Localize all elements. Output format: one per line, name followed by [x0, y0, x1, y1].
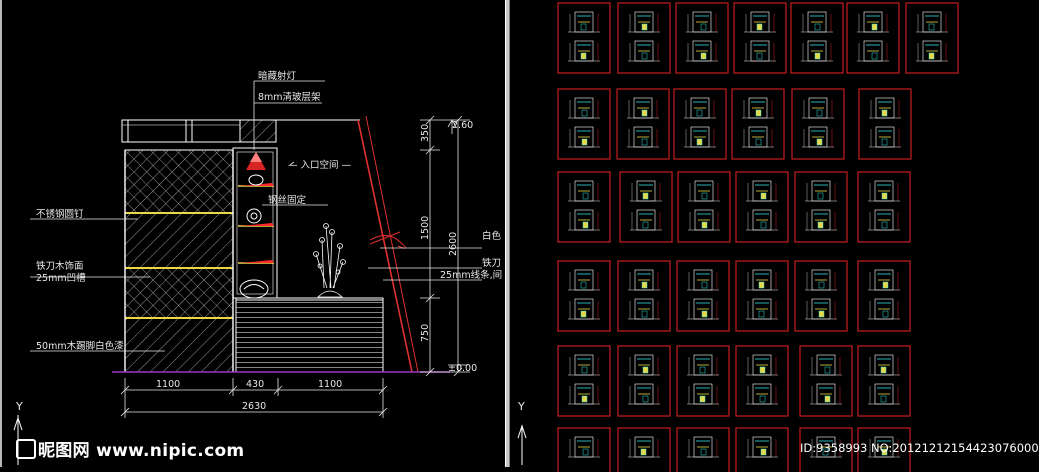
drawing-thumbnail[interactable]	[846, 2, 900, 74]
drawing-thumbnail[interactable]	[617, 2, 671, 74]
drawing-thumbnail[interactable]	[857, 171, 911, 243]
dim-1500: 1500	[420, 216, 431, 240]
ucs-axis-right	[517, 424, 527, 465]
drawing-thumbnail[interactable]	[905, 2, 959, 74]
drawing-thumbnail[interactable]	[676, 427, 730, 472]
ceiling-beam	[121, 119, 360, 143]
drawing-thumbnail[interactable]	[676, 260, 730, 332]
drawing-thumbnail[interactable]	[794, 171, 848, 243]
drawing-thumbnail[interactable]	[799, 345, 853, 417]
drawing-thumbnail[interactable]	[735, 345, 789, 417]
thumbnail-grid: Y	[517, 2, 959, 472]
right-viewport[interactable]: Y	[510, 0, 1024, 472]
vertical-dimensions	[420, 115, 470, 377]
elevation-drawing: 暗藏射灯 8mm清玻层架 — 入口空间 — 钢丝固定 不锈钢圆钉 铁刀木饰面 2…	[13, 70, 502, 465]
label-entry-space: — 入口空间 —	[288, 159, 352, 171]
drawing-thumbnail[interactable]	[735, 260, 789, 332]
veneer-panel	[124, 149, 234, 373]
drawing-thumbnail[interactable]	[557, 88, 611, 160]
drawing-thumbnail[interactable]	[557, 345, 611, 417]
drawing-thumbnail[interactable]	[857, 427, 911, 472]
label-steel-wire: 钢丝固定	[268, 194, 307, 206]
drawing-thumbnail[interactable]	[735, 427, 789, 472]
nipic-logo-icon	[16, 439, 36, 459]
label-stainless-nail: 不锈钢圆钉	[36, 208, 84, 220]
drawing-thumbnail[interactable]	[617, 260, 671, 332]
drawing-thumbnail[interactable]	[677, 171, 731, 243]
drawing-thumbnail[interactable]	[619, 171, 673, 243]
drawing-thumbnail[interactable]	[557, 2, 611, 74]
elev-floor: ±0.00	[448, 363, 477, 374]
dim-750: 750	[420, 324, 431, 342]
image-id-watermark: ID:9358993 NO:20121212154423076000	[800, 441, 1039, 455]
label-right-iron: 铁刀	[482, 257, 501, 269]
drawing-thumbnail[interactable]	[617, 427, 671, 472]
drawing-thumbnail[interactable]	[790, 2, 844, 74]
drawing-thumbnail[interactable]	[799, 427, 853, 472]
drawing-thumbnail[interactable]	[675, 2, 729, 74]
label-glass-shelf: 8mm清玻层架	[258, 91, 321, 103]
drawing-thumbnail[interactable]	[616, 88, 670, 160]
horizontal-dimensions	[120, 378, 388, 418]
drawing-thumbnail[interactable]	[791, 88, 845, 160]
display-niche	[232, 147, 278, 299]
axis-y-label-right: Y	[517, 400, 525, 413]
drawing-thumbnail[interactable]	[858, 88, 912, 160]
viewport-divider[interactable]	[505, 0, 510, 467]
drawing-thumbnail[interactable]	[676, 345, 730, 417]
label-skirting: 50mm木踢脚白色漆	[36, 340, 124, 352]
drawing-thumbnail[interactable]	[857, 260, 911, 332]
drawing-thumbnail[interactable]	[617, 345, 671, 417]
dim-430: 430	[246, 379, 264, 390]
drawing-thumbnail[interactable]	[557, 171, 611, 243]
axis-y-label: Y	[15, 400, 23, 413]
dim-350: 350	[420, 124, 431, 142]
label-veneer-2: 25mm凹槽	[36, 272, 86, 284]
dim-1100a: 1100	[156, 379, 180, 390]
label-right-line: 25mm线条,间	[440, 269, 502, 281]
left-viewport[interactable]: 暗藏射灯 8mm清玻层架 — 入口空间 — 钢丝固定 不锈钢圆钉 铁刀木饰面 2…	[0, 0, 505, 467]
drawing-thumbnail[interactable]	[557, 427, 611, 472]
site-watermark: 昵图网 www.nipic.com	[16, 436, 244, 461]
plant-vase	[313, 223, 346, 298]
label-veneer-1: 铁刀木饰面	[36, 260, 84, 272]
low-cabinet	[235, 297, 384, 373]
drawing-thumbnail[interactable]	[733, 2, 787, 74]
drawing-thumbnail[interactable]	[673, 88, 727, 160]
dim-2600: 2600	[448, 232, 459, 256]
drawing-thumbnail[interactable]	[735, 171, 789, 243]
drawing-thumbnail[interactable]	[731, 88, 785, 160]
drawing-thumbnail[interactable]	[794, 260, 848, 332]
drawing-thumbnail[interactable]	[857, 345, 911, 417]
dim-1100b: 1100	[318, 379, 342, 390]
slanted-wall	[357, 115, 419, 373]
elev-top: 2.60	[452, 120, 473, 131]
dim-total: 2630	[242, 401, 266, 412]
label-hidden-light: 暗藏射灯	[258, 70, 297, 82]
drawing-thumbnail[interactable]	[557, 260, 611, 332]
label-white: 白色	[482, 230, 502, 242]
